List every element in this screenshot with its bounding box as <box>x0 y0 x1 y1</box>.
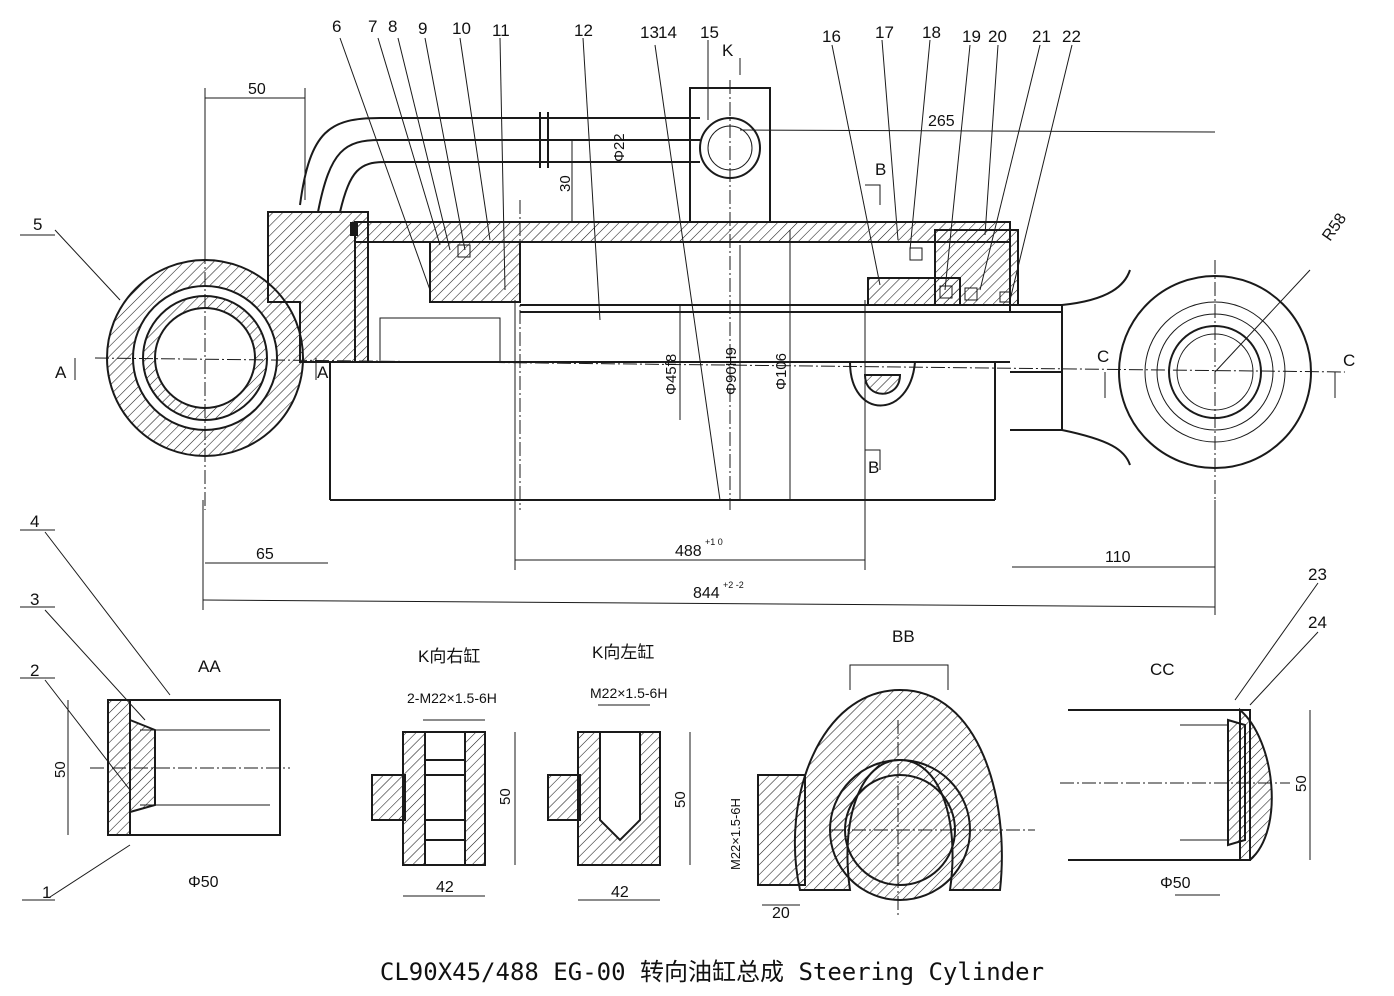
aa-dim-phi50: Φ50 <box>188 874 219 891</box>
view-titles: AA K向右缸 K向左缸 BB CC <box>198 627 1175 679</box>
dim-844: 844 <box>693 585 720 602</box>
balloon-1: 1 <box>42 883 51 902</box>
dim-65: 65 <box>256 546 274 563</box>
balloon-15: 15 <box>700 23 719 42</box>
section-c-left: C <box>1097 347 1109 366</box>
balloon-3: 3 <box>30 590 39 609</box>
view-k-marker: K <box>722 41 734 60</box>
title-cc: CC <box>1150 660 1175 679</box>
balloon-labels: 1 2 3 4 5 6 7 8 9 10 11 12 13 14 15 16 1… <box>30 17 1327 902</box>
balloon-14: 14 <box>658 23 677 42</box>
dim-30: 30 <box>557 175 574 192</box>
view-aa <box>67 699 290 836</box>
balloon-11: 11 <box>492 21 510 40</box>
kl-dim-42: 42 <box>611 884 629 901</box>
balloon-2: 2 <box>30 661 39 680</box>
balloon-13: 13 <box>640 23 659 42</box>
balloon-24: 24 <box>1308 613 1327 632</box>
view-k-left <box>547 704 691 901</box>
section-a-left: A <box>55 363 67 382</box>
bb-dim-20: 20 <box>772 905 790 922</box>
dim-phi90: Φ90H9 <box>723 347 740 395</box>
balloon-12: 12 <box>574 21 593 40</box>
kl-thread: M22×1.5-6H <box>590 685 667 701</box>
kr-dim-42: 42 <box>436 879 454 896</box>
bb-thread: M22×1.5-6H <box>728 798 743 870</box>
balloon-23: 23 <box>1308 565 1327 584</box>
kr-thread: 2-M22×1.5-6H <box>407 690 497 706</box>
kl-dim-50: 50 <box>672 791 689 808</box>
balloon-7: 7 <box>368 17 377 36</box>
cc-dim-50: 50 <box>1293 775 1310 792</box>
drawing-caption: CL90X45/488 EG-00 转向油缸总成 Steering Cylind… <box>380 958 1044 986</box>
balloon-21: 21 <box>1032 27 1051 46</box>
balloon-20: 20 <box>988 27 1007 46</box>
cc-dim-phi50: Φ50 <box>1160 875 1191 892</box>
leader-lines <box>20 37 1319 901</box>
kr-dim-50: 50 <box>497 788 514 805</box>
balloon-10: 10 <box>452 19 471 38</box>
main-assembly-view <box>74 58 1346 515</box>
balloon-6: 6 <box>332 17 341 36</box>
balloon-17: 17 <box>875 23 894 42</box>
balloon-4: 4 <box>30 512 39 531</box>
dim-phi22: Φ22 <box>611 133 628 162</box>
dim-50-top: 50 <box>248 81 266 98</box>
section-b-bottom: B <box>868 458 879 477</box>
view-cc <box>1060 707 1311 896</box>
dim-488-tol: +1 0 <box>705 537 723 547</box>
balloon-18: 18 <box>922 23 941 42</box>
title-k-left: K向左缸 <box>592 642 654 662</box>
title-k-right: K向右缸 <box>418 646 480 666</box>
balloon-8: 8 <box>388 17 397 36</box>
balloon-9: 9 <box>418 19 427 38</box>
dim-844-tol: +2 -2 <box>723 580 744 590</box>
view-bb <box>757 664 1035 915</box>
title-aa: AA <box>198 657 221 676</box>
main-dimension-lines <box>202 88 1311 615</box>
section-a-right: A <box>317 363 329 382</box>
dim-488: 488 <box>675 543 702 560</box>
aa-dim-50: 50 <box>52 761 69 778</box>
dimension-texts: 50 65 488 +1 0 110 844 +2 -2 265 R58 30 … <box>52 81 1350 922</box>
section-markers: A A B B C C K <box>55 41 1355 477</box>
balloon-16: 16 <box>822 27 841 46</box>
title-bb: BB <box>892 627 915 646</box>
balloon-22: 22 <box>1062 27 1081 46</box>
dim-r58: R58 <box>1319 210 1350 244</box>
section-c-right: C <box>1343 351 1355 370</box>
dim-phi106: Φ106 <box>773 353 790 390</box>
dim-110: 110 <box>1105 549 1131 566</box>
dim-265: 265 <box>928 113 955 130</box>
view-k-right <box>371 719 516 897</box>
balloon-5: 5 <box>33 215 42 234</box>
dim-phi45: Φ45f8 <box>663 354 680 395</box>
section-b-top: B <box>875 160 886 179</box>
balloon-19: 19 <box>962 27 981 46</box>
